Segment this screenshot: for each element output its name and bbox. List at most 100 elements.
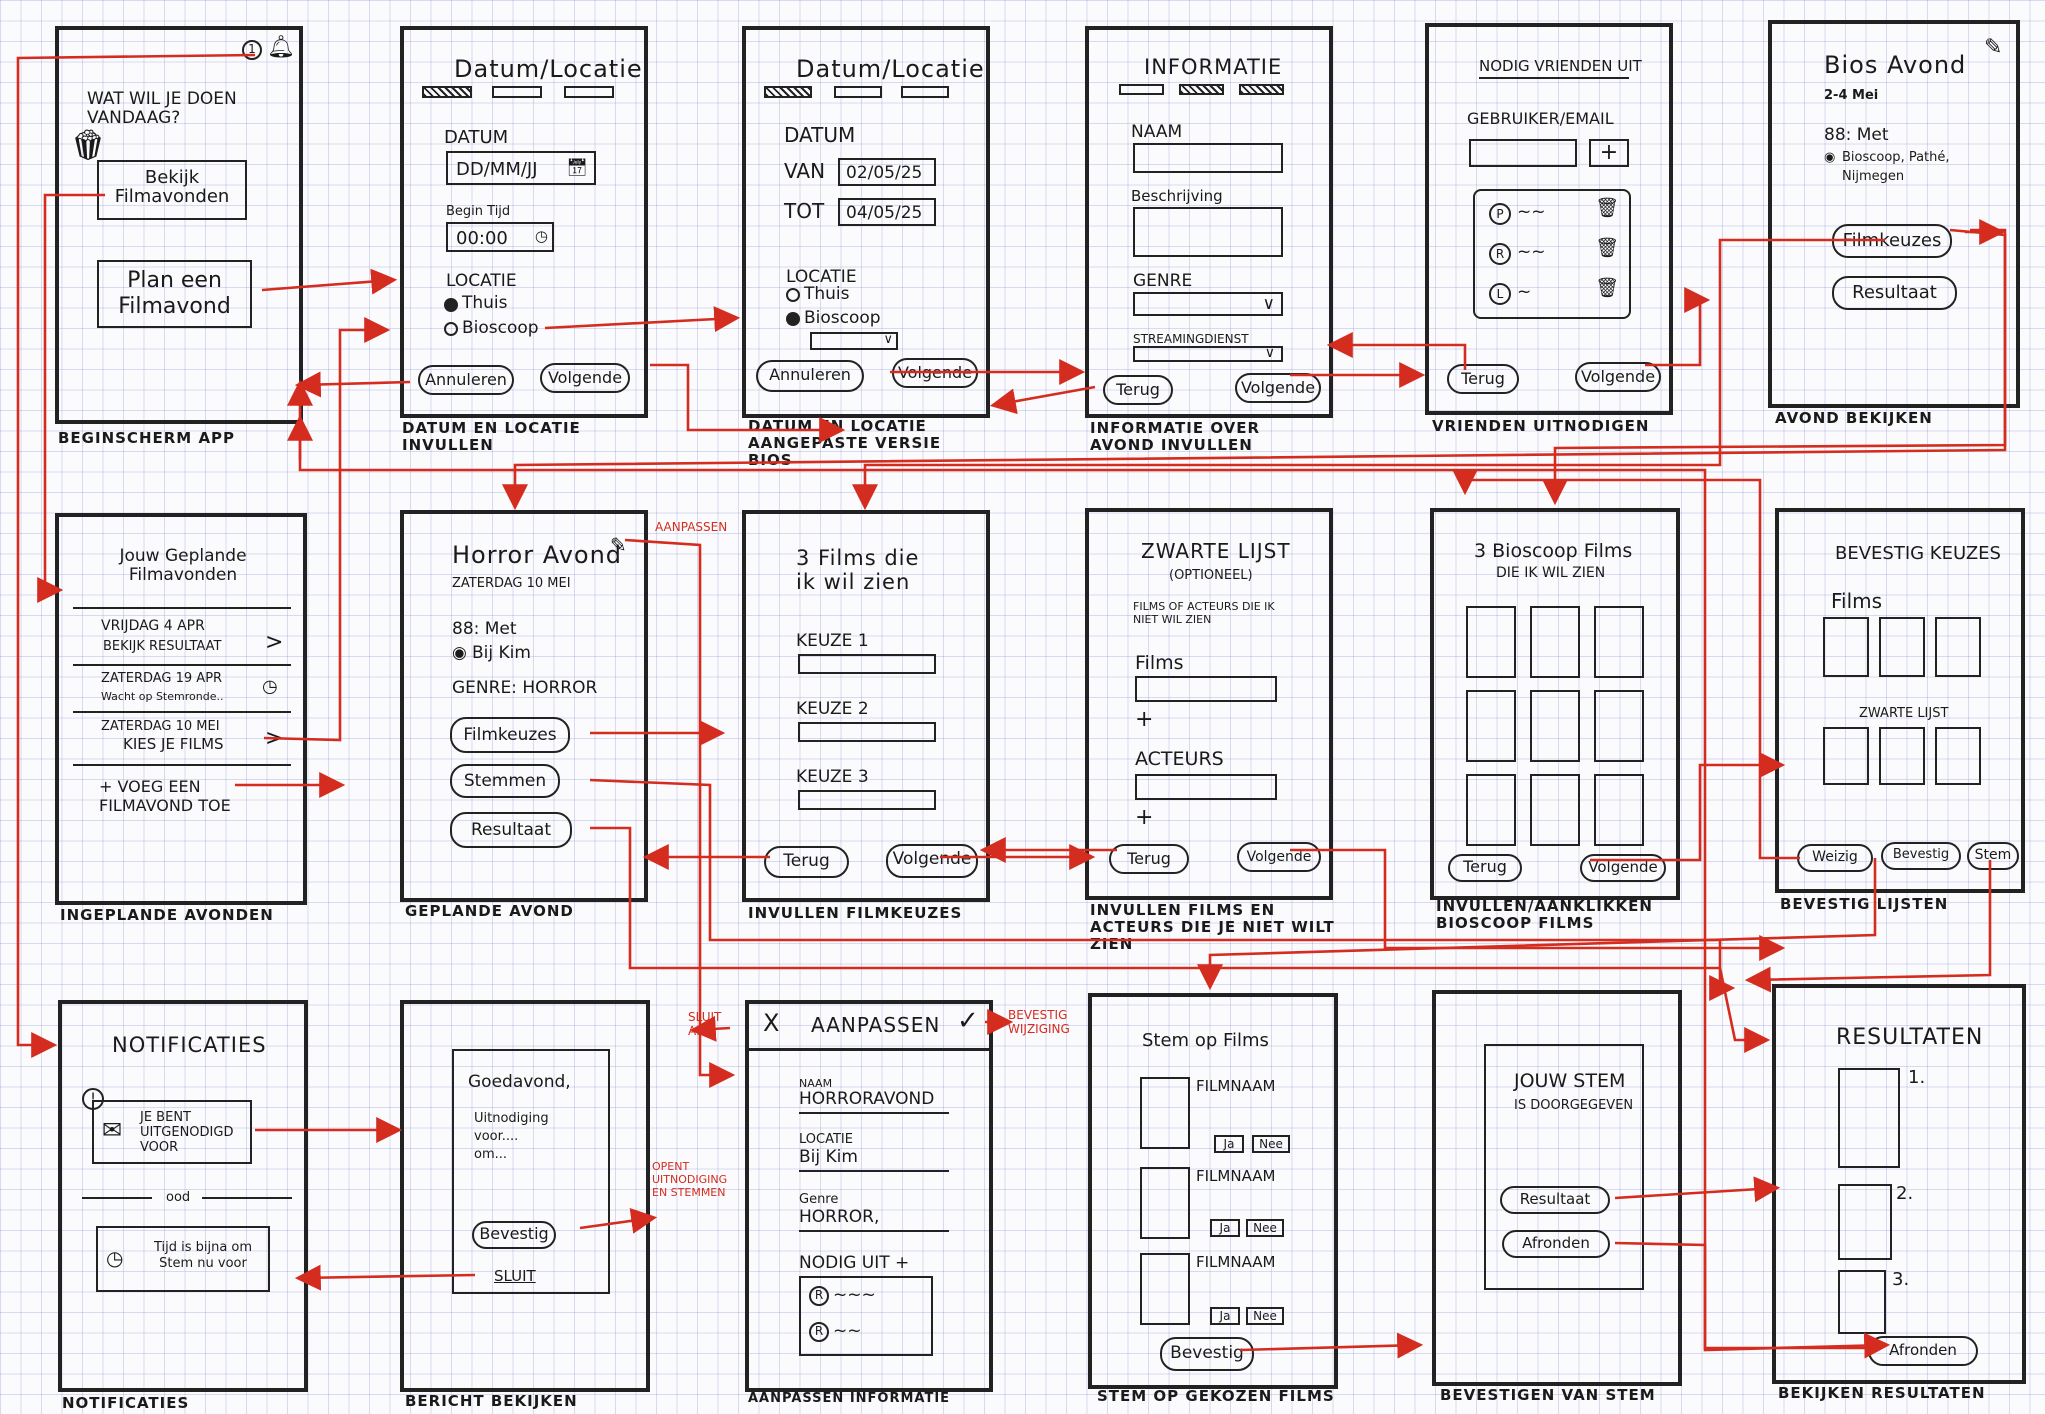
add-actor-plus[interactable]: + [1135,805,1154,830]
screen-beginscherm: 1 🔔︎ Wat wil je doen vandaag? 🍿︎ Bekijk … [55,26,303,424]
filmkeuzes-button[interactable]: Filmkeuzes [450,717,570,753]
keuze-1-input[interactable] [798,654,936,674]
no-button[interactable]: Nee [1252,1135,1290,1153]
chevron-down-icon: ∨ [883,332,893,347]
radio-bioscoop[interactable] [444,322,458,336]
cinema-dropdown[interactable]: ∨ [810,332,898,350]
add-filmavond-link[interactable]: + Voeg een Filmavond toe [99,777,231,815]
keuze-2-input[interactable] [798,722,936,742]
back-button[interactable]: Terug [1103,375,1173,405]
blacklist-films-input[interactable] [1135,676,1277,702]
movie-poster[interactable] [1466,690,1516,762]
resultaat-button[interactable]: Resultaat [450,812,572,848]
screen-datum-locatie: Datum/Locatie Datum DD/MM/JJ 📅︎ Begin Ti… [400,26,648,418]
next-button[interactable]: Volgende [540,363,630,393]
yes-button[interactable]: Ja [1210,1307,1240,1325]
movie-poster[interactable] [1530,774,1580,846]
next-button[interactable]: Volgende [1237,842,1321,872]
radio-bioscoop[interactable] [786,312,800,326]
description-input[interactable] [1133,207,1283,257]
genre-dropdown[interactable]: ∨ [1133,292,1283,316]
name-underline [799,1112,949,1114]
keuze-3-input[interactable] [798,790,936,810]
result-button[interactable]: Resultaat [1500,1186,1610,1214]
bell-icon[interactable]: 🔔︎ [267,35,295,60]
date-input[interactable]: DD/MM/JJ 📅︎ [446,151,596,185]
next-button[interactable]: Volgende [1235,373,1321,403]
reminder-notification[interactable]: ◷ Tijd is bijna om Stem nu voor [96,1226,270,1292]
vote-button[interactable]: Stem [1967,842,2019,870]
back-button[interactable]: Terug [1447,364,1519,394]
change-button[interactable]: Weizig [1797,844,1873,872]
from-date-input[interactable]: 02/05/25 [838,158,936,186]
blacklist-poster [1935,727,1981,785]
add-film-plus[interactable]: + [1135,707,1154,732]
invite-notification[interactable]: ✉ Je bent uitgenodigd voor [92,1100,252,1164]
trash-icon[interactable]: 🗑︎ [1595,237,1620,259]
genre-value: Horror, [799,1207,880,1227]
caption-bevestigen-stem: Bevestigen van stem [1440,1386,1656,1404]
finish-button[interactable]: Afronden [1502,1230,1610,1258]
user-input[interactable] [1469,139,1577,167]
blacklist-label: Zwarte lijst [1859,706,1949,721]
finish-button[interactable]: Afronden [1868,1336,1978,1366]
radio-thuis[interactable] [786,288,800,302]
movie-poster[interactable] [1466,606,1516,678]
chevron-right-icon[interactable]: > [265,726,284,751]
chevron-right-icon[interactable]: > [265,630,284,655]
caption-bevestig-lijsten: Bevestig lijsten [1780,895,1949,913]
plan-filmavond-label: Plan een Filmavond [118,268,231,319]
blacklist-poster [1879,727,1925,785]
confirm-button[interactable]: Bevestig [472,1221,556,1249]
movie-poster[interactable] [1530,690,1580,762]
close-icon[interactable]: X [763,1009,780,1037]
back-button[interactable]: Terug [1448,854,1522,882]
movie-poster[interactable] [1594,606,1644,678]
movie-poster[interactable] [1530,606,1580,678]
plan-filmavond-button[interactable]: Plan een Filmavond [97,260,252,328]
notification-badge[interactable]: 1 [242,40,262,60]
streaming-dropdown[interactable]: ∨ [1133,345,1283,362]
movie-poster[interactable] [1466,774,1516,846]
check-icon[interactable]: ✓ [957,1006,979,1036]
yes-button[interactable]: Ja [1214,1135,1244,1153]
edit-pencil-icon[interactable]: ✎ [610,533,627,557]
info-title: Informatie [1144,55,1283,79]
rank-3: 3. [1892,1269,1910,1290]
next-button[interactable]: Volgende [1575,362,1661,392]
back-button[interactable]: Terug [764,846,849,878]
next-button[interactable]: Volgende [886,844,978,878]
calendar-icon[interactable]: 📅︎ [566,158,588,178]
trash-icon[interactable]: 🗑︎ [1595,277,1620,299]
films-title: 3 Films die ik wil zien [796,546,920,594]
edit-title: Aanpassen [811,1013,941,1037]
next-button[interactable]: Volgende [892,358,978,388]
no-button[interactable]: Nee [1246,1307,1284,1325]
view-filmavonden-button[interactable]: Bekijk Filmavonden [97,160,247,220]
radio-thuis[interactable] [444,298,458,312]
to-date-input[interactable]: 04/05/25 [838,198,936,226]
name-input[interactable] [1133,143,1283,173]
close-button[interactable]: Sluit [494,1267,536,1285]
arrow-avond-filmkeuzes-loop [852,238,1885,511]
no-button[interactable]: Nee [1246,1219,1284,1237]
confirm-button[interactable]: Bevestig [1160,1337,1254,1371]
blacklist-actors-input[interactable] [1135,774,1277,800]
invite-label[interactable]: Nodig uit + [799,1253,910,1273]
add-user-button[interactable]: + [1589,139,1629,167]
movie-poster[interactable] [1594,690,1644,762]
edit-pencil-icon[interactable]: ✎ [1984,35,2003,60]
resultaat-button[interactable]: Resultaat [1832,276,1957,310]
back-button[interactable]: Terug [1109,844,1189,874]
cancel-button[interactable]: Annuleren [418,365,514,395]
trash-icon[interactable]: 🗑︎ [1595,197,1620,219]
filmkeuzes-button[interactable]: Filmkeuzes [1832,224,1952,258]
stemmen-button[interactable]: Stemmen [450,764,560,798]
yes-button[interactable]: Ja [1210,1219,1240,1237]
caption-avond-bekijken: Avond bekijken [1775,409,1933,427]
time-input[interactable]: 00:00 ◷ [446,222,554,252]
confirm-button[interactable]: Bevestig [1881,842,1961,870]
cancel-button[interactable]: Annuleren [756,360,864,392]
next-button[interactable]: Volgende [1580,854,1666,882]
movie-poster[interactable] [1594,774,1644,846]
